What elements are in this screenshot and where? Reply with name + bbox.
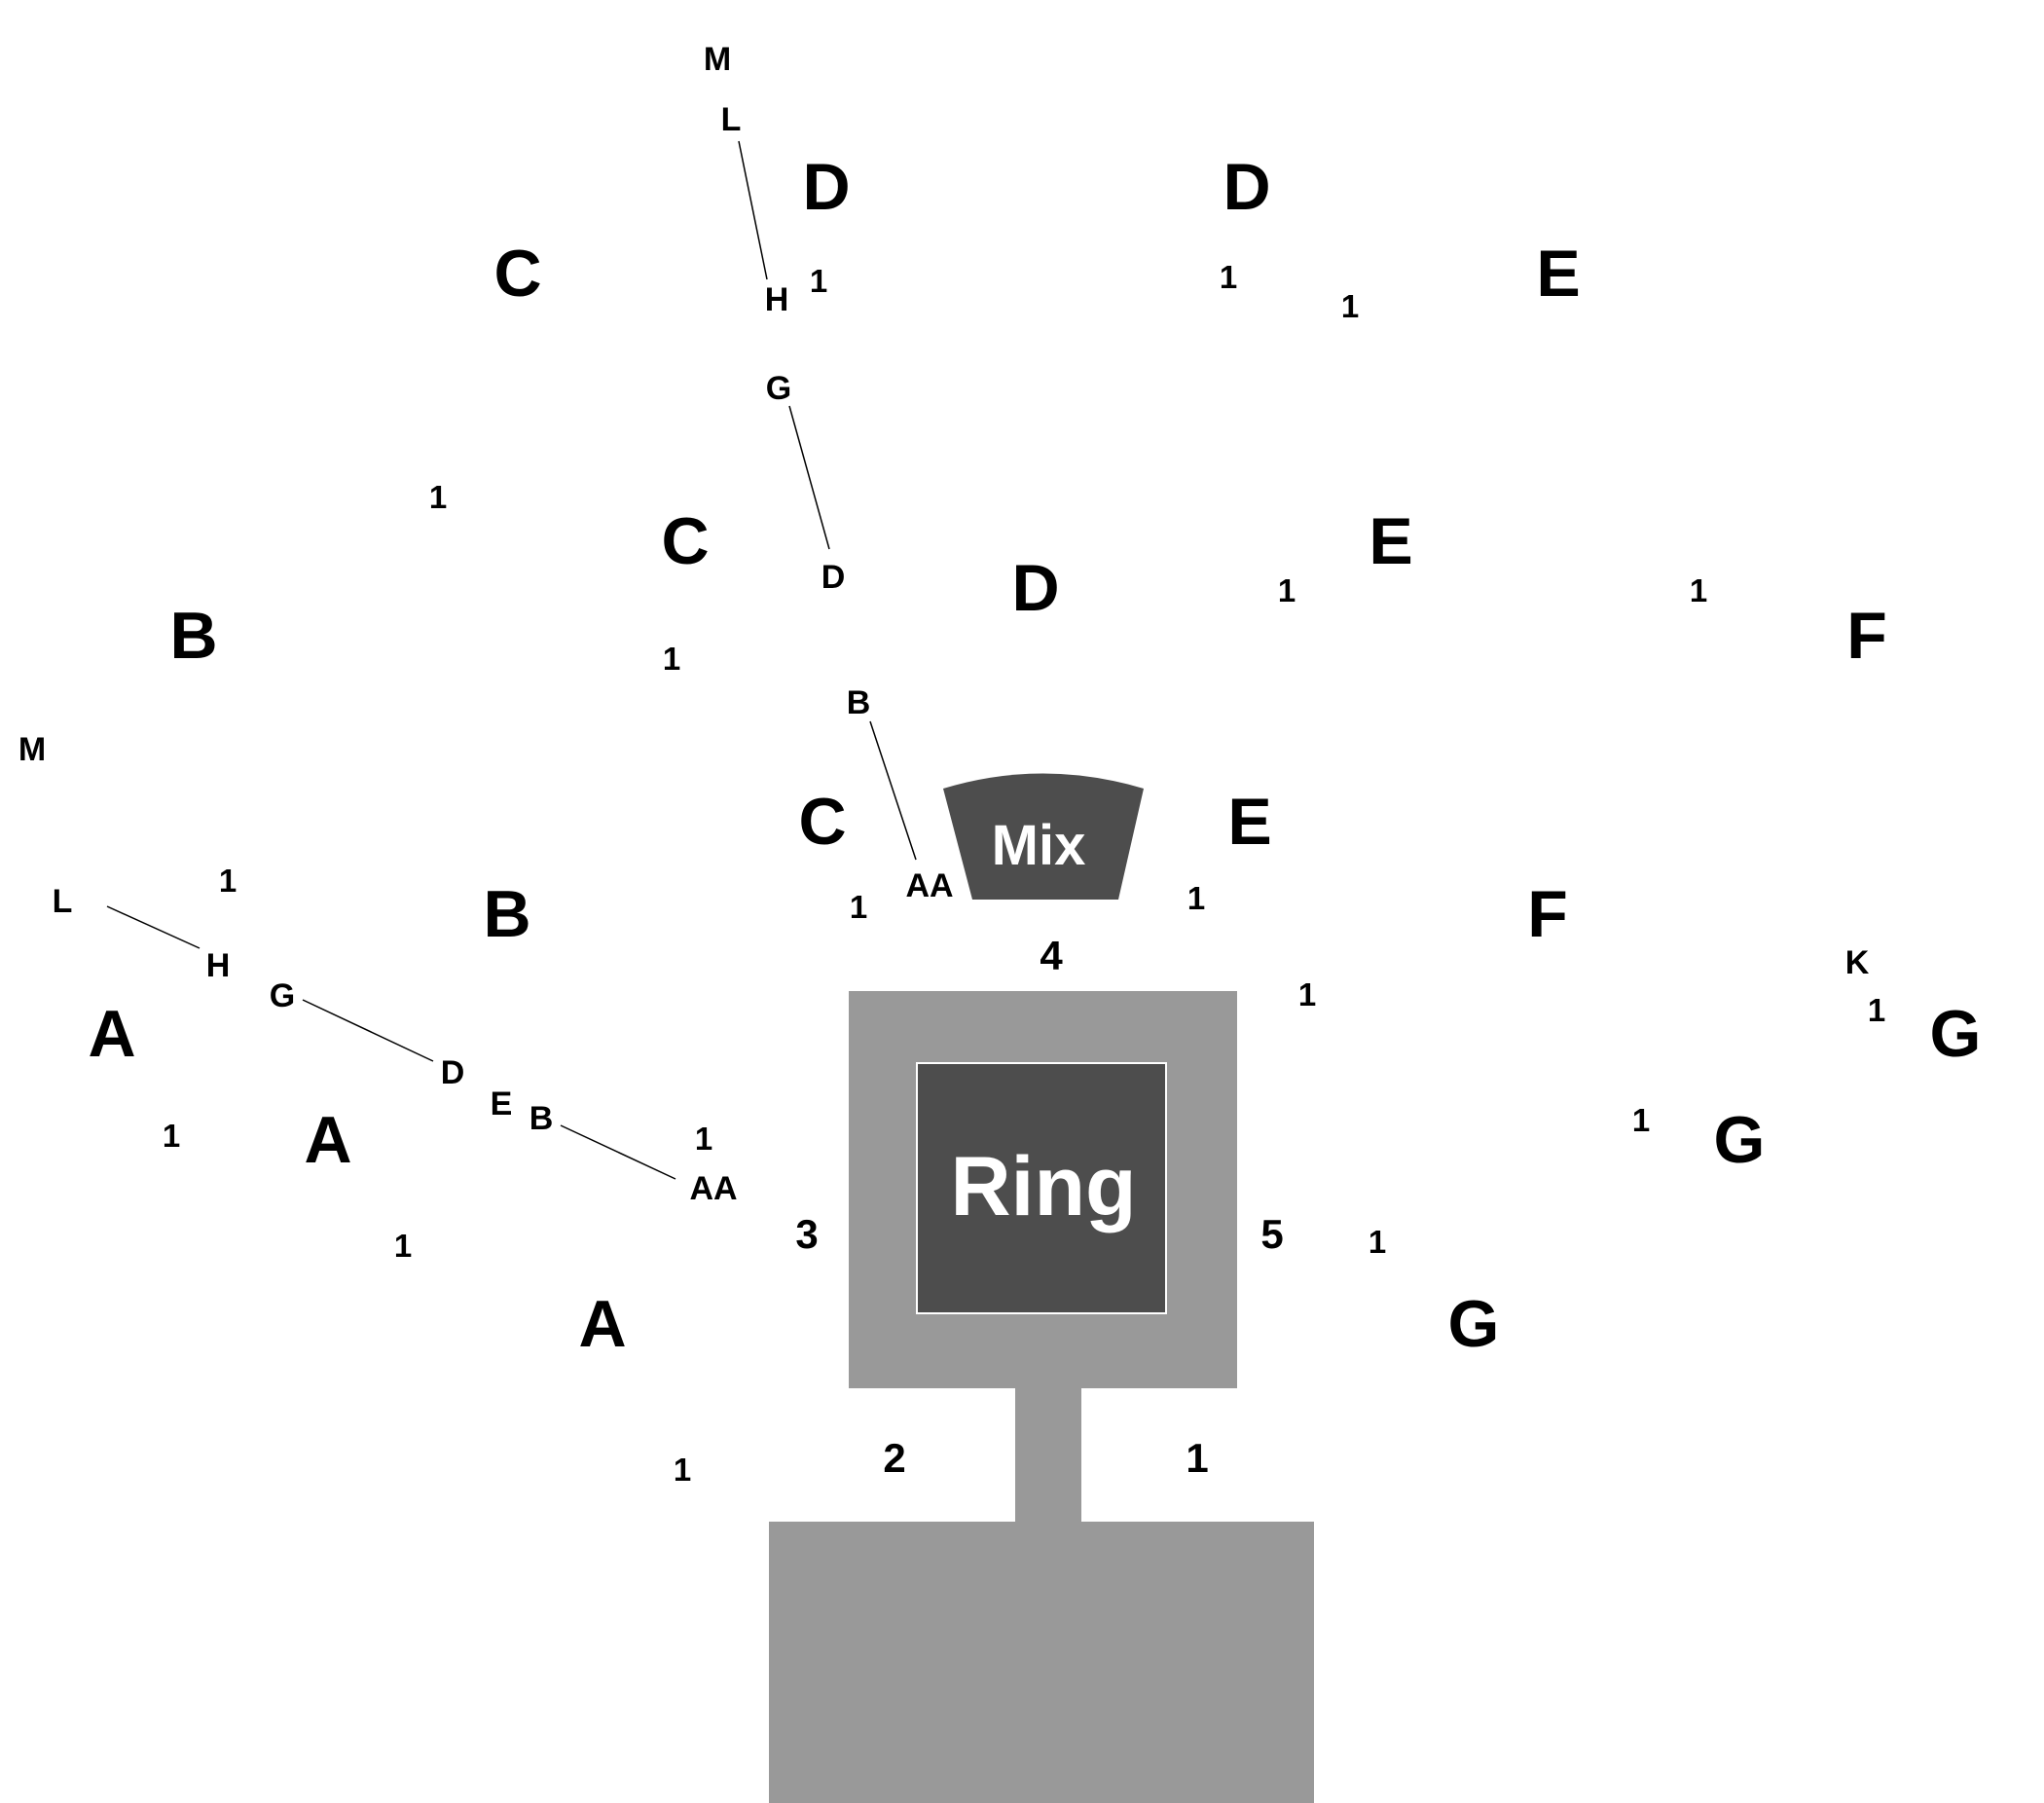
guide-line [106,905,201,949]
section-g[interactable]: G [1448,1287,1500,1361]
row-label: E [491,1085,513,1122]
stage-side-2: 2 [883,1435,905,1481]
section-d[interactable]: D [802,150,850,224]
lower-stage-block [769,1522,1314,1803]
seat-label: 1 [394,1228,412,1264]
guide-line [788,405,830,550]
section-c[interactable]: C [798,785,846,859]
runway [1015,1387,1081,1524]
stage-side-3: 3 [795,1211,818,1257]
row-label: G [766,370,791,407]
seat-label: 1 [663,641,680,677]
section-g[interactable]: G [1714,1103,1766,1177]
section-f[interactable]: F [1846,599,1887,673]
row-label: L [721,101,742,138]
section-c[interactable]: C [493,237,541,311]
section-f[interactable]: F [1527,877,1568,951]
seat-label: 1 [163,1118,180,1154]
stage-side-1: 1 [1186,1435,1208,1481]
seat-label: 1 [810,263,827,299]
seat-labels: 1 1 1 1 1 1 1 1 1 1 1 1 1 1 1 1 1 1 [163,259,1885,1488]
seat-label: 1 [1690,572,1707,608]
seat-label: 1 [429,479,447,515]
mix-booth[interactable] [943,773,1144,901]
section-e[interactable]: E [1369,504,1412,578]
row-label: H [206,947,231,984]
section-a[interactable]: A [88,997,135,1071]
row-guide-lines [106,140,917,1180]
seat-label: 1 [674,1452,691,1488]
section-b[interactable]: B [483,877,530,951]
section-d[interactable]: D [1011,551,1059,625]
seat-label: 1 [219,863,237,899]
seat-label: 1 [1341,288,1359,324]
section-labels: A A A B B C C C D D D E E E F F G G G [88,150,1981,1361]
row-label: B [847,684,871,721]
section-d[interactable]: D [1223,150,1270,224]
row-label: B [529,1100,554,1137]
seat-label: 1 [850,889,867,925]
row-label: D [441,1054,465,1091]
stage-side-4: 4 [1040,933,1063,978]
seat-label: 1 [1632,1102,1650,1138]
row-label: G [270,977,295,1014]
row-labels: M L H G D B AA M L H G D E B AA K [18,41,1870,1207]
section-a[interactable]: A [578,1287,626,1361]
seat-label: 1 [1298,976,1316,1012]
row-label: M [18,731,46,768]
guide-line [869,720,917,861]
guide-line [302,999,434,1062]
section-g[interactable]: G [1930,997,1982,1071]
section-e[interactable]: E [1227,785,1271,859]
mix-label: Mix [992,814,1086,877]
ring[interactable] [916,1062,1167,1314]
ring-label: Ring [950,1140,1136,1233]
row-label: AA [905,867,953,904]
row-label: K [1845,944,1870,981]
stage-structure: Ring Mix [769,773,1314,1803]
section-c[interactable]: C [661,504,709,578]
row-label: D [821,559,846,596]
stage-side-numbers: 1 2 3 4 5 [795,933,1283,1481]
seat-label: 1 [1369,1224,1386,1260]
seat-label: 1 [1220,259,1237,295]
stage-side-5: 5 [1260,1211,1283,1257]
row-label: AA [689,1170,737,1207]
section-a[interactable]: A [304,1103,351,1177]
seat-label: 1 [1868,992,1885,1028]
row-label: L [53,883,73,920]
seat-label: 1 [1187,880,1205,916]
row-label: M [704,41,731,78]
section-b[interactable]: B [169,599,217,673]
seat-label: 1 [695,1121,712,1157]
guide-line [560,1124,676,1180]
section-e[interactable]: E [1536,237,1580,311]
row-label: H [765,281,789,318]
guide-line [738,140,768,280]
seat-label: 1 [1278,572,1296,608]
